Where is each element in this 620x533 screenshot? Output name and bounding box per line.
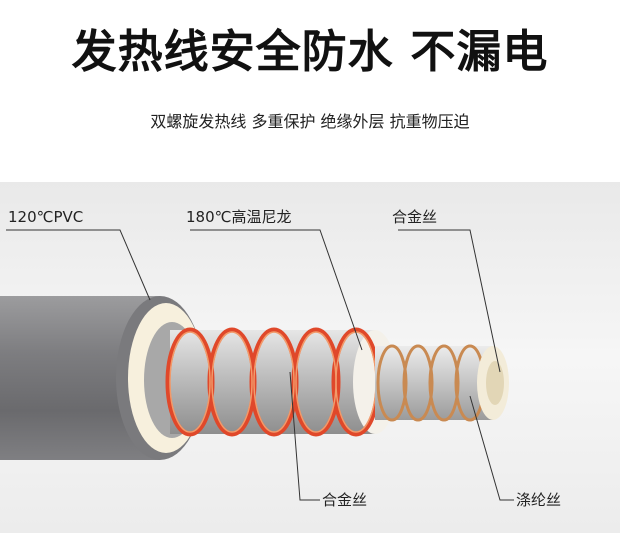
- nylon-tube: [170, 330, 375, 434]
- polyester-core: [486, 361, 504, 405]
- label-pvc: 120℃PVC: [8, 208, 83, 226]
- page-subtitle: 双螺旋发热线 多重保护 绝缘外层 抗重物压迫: [150, 112, 470, 131]
- heating-wire-highlights: [169, 331, 377, 433]
- label-nylon: 180℃高温尼龙: [186, 208, 291, 226]
- header-area: 发热线安全防水 不漏电 双螺旋发热线 多重保护 绝缘外层 抗重物压迫: [0, 0, 620, 160]
- label-alloy-bottom: 合金丝: [322, 491, 367, 509]
- page-title: 发热线安全防水 不漏电: [71, 25, 549, 78]
- cable-cross-section-illustration: 120℃PVC 180℃高温尼龙 合金丝 合金丝 涤纶丝: [0, 182, 620, 533]
- label-alloy-top: 合金丝: [392, 208, 437, 226]
- label-polyester: 涤纶丝: [516, 491, 561, 509]
- leader-lines: [6, 229, 514, 501]
